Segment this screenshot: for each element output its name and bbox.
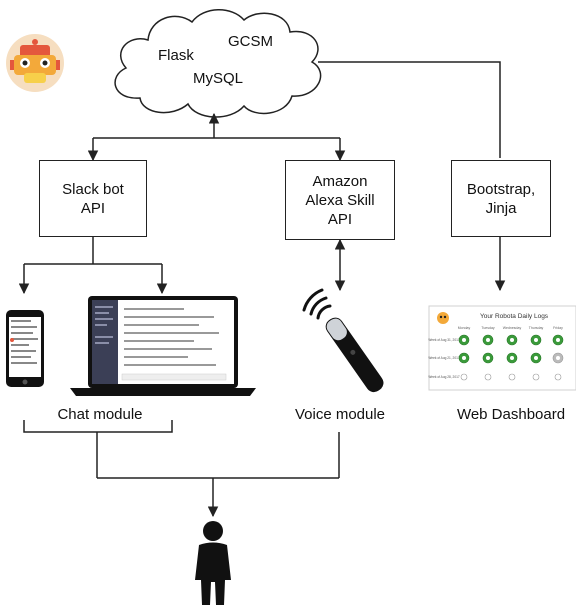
dashboard-week-label: Week of Aug 31, 2017 (428, 338, 460, 342)
dashboard-status-dot (532, 373, 540, 381)
person-icon (195, 521, 231, 605)
dashboard-day-label: Wednesday (503, 326, 522, 330)
dashboard-bulb-icon (510, 356, 514, 360)
dashboard-bulb-icon (556, 338, 560, 342)
dashboard-bulb-icon (556, 356, 560, 360)
cloud-label-gcsm: GCSM (228, 33, 273, 50)
alexa-skill-api-box: Amazon Alexa Skill API (285, 160, 395, 240)
dashboard-day-label: Tuesday (481, 326, 495, 330)
voice-module-caption: Voice module (294, 406, 386, 423)
web-dashboard-thumbnail: Your Robota Daily Logs Monday Tuesday Wedn… (428, 305, 576, 391)
phone-icon (6, 310, 44, 387)
dashboard-status-dot (460, 373, 468, 381)
dashboard-day-label: Friday (553, 326, 563, 330)
dashboard-status-dot (554, 373, 562, 381)
dashboard-bulb-icon (534, 338, 538, 342)
dashboard-week-label: Week of Aug 21, 2017 (428, 356, 460, 360)
dashboard-day-label: Monday (458, 326, 471, 330)
bootstrap-jinja-box: Bootstrap, Jinja (451, 160, 551, 237)
dashboard-bulb-icon (510, 338, 514, 342)
web-dashboard-caption: Web Dashboard (456, 406, 566, 423)
cloud-label-flask: Flask (158, 47, 194, 64)
cloud-label-mysql: MySQL (193, 70, 243, 87)
cloud-shape (114, 9, 322, 118)
dashboard-bulb-icon (534, 356, 538, 360)
laptop-icon (70, 296, 256, 396)
slack-bot-api-box: Slack bot API (39, 160, 147, 237)
robot-logo-icon (6, 34, 64, 92)
dashboard-status-dot (508, 373, 516, 381)
dashboard-day-label: Thursday (529, 326, 544, 330)
dashboard-bulb-icon (486, 338, 490, 342)
dashboard-title: Your Robota Daily Logs (480, 313, 549, 320)
dashboard-day-labels: Monday Tuesday Wednesday Thursday Friday (458, 326, 563, 330)
dashboard-bulb-icon (462, 356, 466, 360)
dashboard-bulb-icon (486, 356, 490, 360)
dashboard-status-dot (484, 373, 492, 381)
connectors (18, 61, 506, 518)
dashboard-bulb-icon (462, 338, 466, 342)
dashboard-week-label: Week of Aug 28, 2017 (428, 375, 460, 379)
chat-module-caption: Chat module (57, 406, 143, 423)
dashboard-grid (458, 334, 564, 381)
alexa-remote-icon (302, 288, 384, 393)
